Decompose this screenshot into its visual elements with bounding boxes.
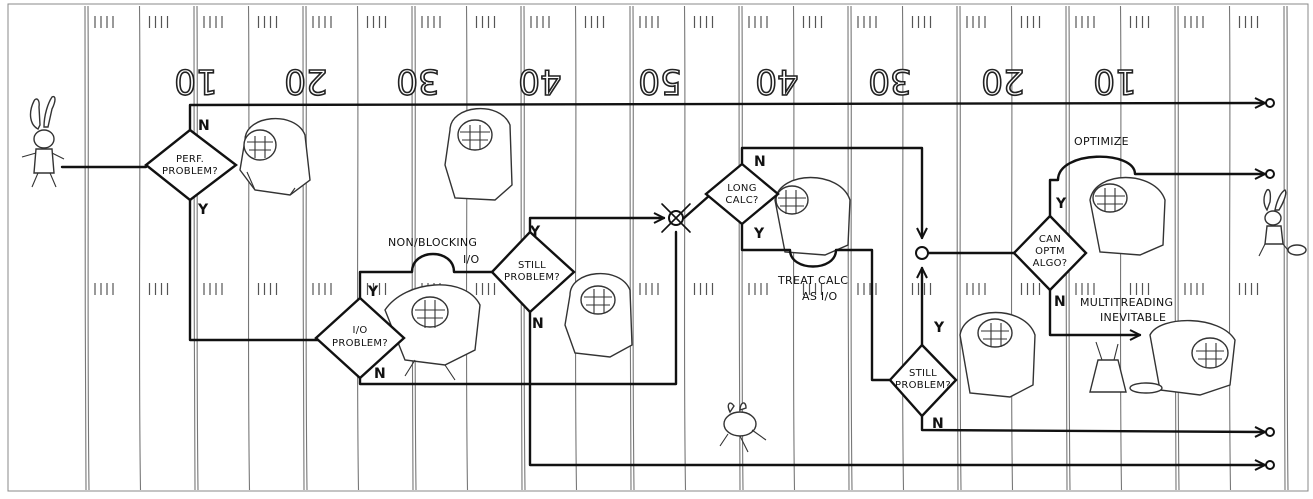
answer-yes-label: Y (933, 320, 945, 336)
decision-label: CAN (1039, 234, 1061, 245)
lineman-figure (1150, 321, 1235, 395)
note-non-blocking-io: NON/BLOCKING (388, 236, 477, 249)
yard-number: 20 (284, 61, 327, 101)
answer-no-label: N (754, 154, 766, 170)
decision-label: I/O (352, 325, 367, 336)
decision-label: PERF. (176, 154, 204, 165)
decision-label: STILL (518, 260, 546, 271)
answer-yes-label: Y (753, 226, 765, 242)
decision-label: LONG (727, 183, 757, 194)
answer-no-label: N (198, 118, 210, 134)
end-terminal (1266, 99, 1274, 107)
decision-label: PROBLEM? (162, 166, 218, 177)
lineman-figure (1090, 178, 1165, 256)
merge-circle (916, 247, 928, 259)
answer-no-label: N (1054, 294, 1066, 310)
end-terminal (1266, 428, 1274, 436)
lineman-figure (960, 313, 1035, 398)
yard-number: 10 (174, 61, 217, 101)
yard-number: 30 (396, 61, 439, 101)
decision-label: PROBLEM? (504, 272, 560, 283)
note-treat-calc-as-io: TREAT CALC (777, 274, 848, 287)
decision-label: PROBLEM? (332, 338, 388, 349)
yard-numbers: 10 20 30 40 50 40 30 20 10 (174, 61, 1136, 101)
note-optimize: OPTIMIZE (1074, 135, 1129, 148)
answer-yes-label: Y (367, 284, 379, 300)
decision-label: CALC? (725, 195, 758, 206)
lineman-figure (565, 274, 632, 357)
decision-label: ALGO? (1033, 258, 1068, 269)
answer-yes-label: Y (197, 202, 209, 218)
yard-number: 40 (518, 61, 561, 101)
yard-number: 20 (981, 61, 1024, 101)
lineman-figure (240, 119, 310, 195)
lineman-figure (775, 178, 850, 256)
answer-yes-label: Y (529, 224, 541, 240)
answer-no-label: N (532, 316, 544, 332)
answer-no-label: N (932, 416, 944, 432)
answer-no-label: N (374, 366, 386, 382)
lineman-figure (445, 109, 512, 200)
note-non-blocking-io: I/O (463, 253, 480, 266)
decision-label: OPTM (1035, 246, 1065, 257)
note-multitreading: MULTITREADING (1080, 296, 1173, 309)
note-multitreading: INEVITABLE (1100, 311, 1166, 324)
end-terminal (1266, 461, 1274, 469)
decision-label: PROBLEM? (895, 380, 951, 391)
decision-label: STILL (909, 368, 937, 379)
yard-number: 50 (638, 61, 681, 101)
yard-number: 30 (868, 61, 911, 101)
yard-number: 40 (755, 61, 798, 101)
answer-yes-label: Y (1055, 196, 1067, 212)
end-terminal (1266, 170, 1274, 178)
yard-number: 10 (1093, 61, 1136, 101)
note-treat-calc-as-io: AS I/O (802, 290, 837, 303)
